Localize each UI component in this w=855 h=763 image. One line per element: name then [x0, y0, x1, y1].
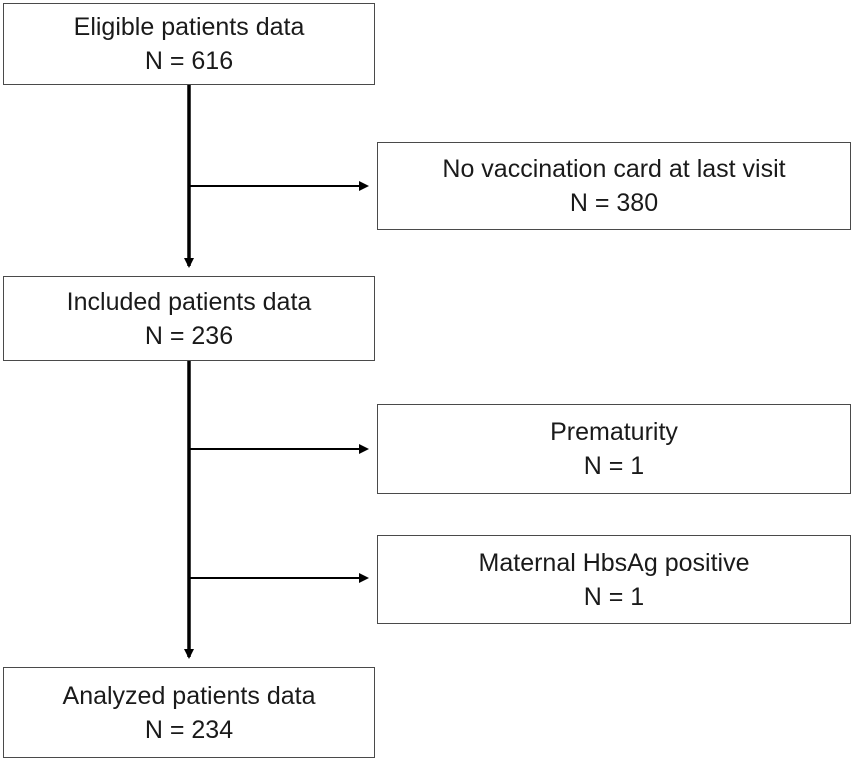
- maternal-hbsag-label: Maternal HbsAg positive: [478, 548, 750, 577]
- eligible-patients-box: Eligible patients data N = 616: [3, 3, 375, 85]
- eligible-patients-label: Eligible patients data: [73, 13, 305, 41]
- no-vaccination-card-label: No vaccination card at last visit: [442, 155, 786, 183]
- analyzed-patients-label: Analyzed patients data: [62, 681, 316, 710]
- maternal-hbsag-count: N = 1: [583, 582, 645, 611]
- analyzed-patients-box: Analyzed patients data N = 234: [3, 667, 375, 758]
- prematurity-count: N = 1: [583, 452, 645, 480]
- analyzed-patients-count: N = 234: [144, 715, 234, 744]
- no-vaccination-card-box: No vaccination card at last visit N = 38…: [377, 142, 851, 230]
- included-patients-box: Included patients data N = 236: [3, 276, 375, 361]
- included-patients-count: N = 236: [144, 321, 234, 350]
- maternal-hbsag-box: Maternal HbsAg positive N = 1: [377, 535, 851, 624]
- included-patients-label: Included patients data: [66, 287, 312, 316]
- no-vaccination-card-count: N = 380: [569, 189, 659, 217]
- eligible-patients-count: N = 616: [144, 47, 234, 75]
- prematurity-box: Prematurity N = 1: [377, 404, 851, 494]
- prematurity-label: Prematurity: [550, 418, 678, 446]
